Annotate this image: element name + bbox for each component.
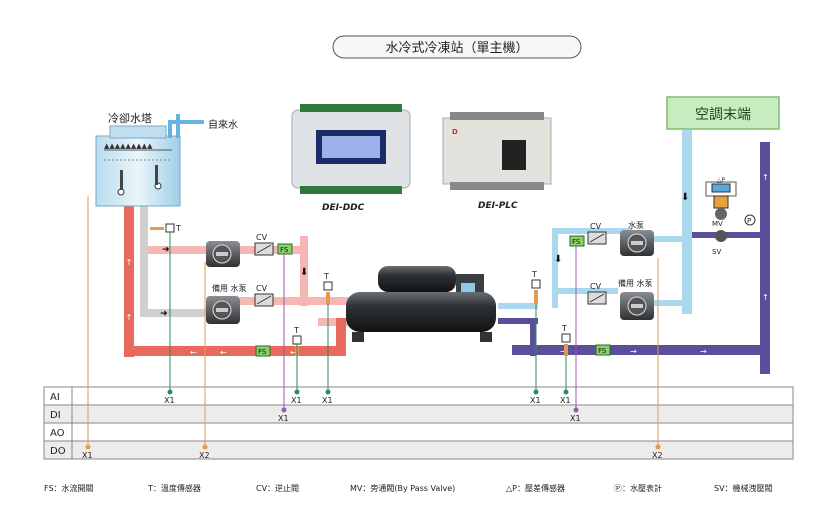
- mv-label: MV: [712, 220, 723, 228]
- chiller-unit: [346, 266, 496, 342]
- legend-mv: MV：旁通閥(By Pass Valve): [350, 483, 455, 493]
- ahu-label: 空調末端: [695, 107, 751, 123]
- svg-text:←: ←: [290, 348, 297, 357]
- ai-point-1: X1: [164, 396, 175, 405]
- do-point-1: X1: [82, 451, 93, 460]
- legend-t: T：溫度傳感器: [147, 483, 201, 493]
- chilled-water-loop: ⬇ ⬇ ↑ ↑ → → →: [498, 130, 770, 374]
- chilled-pump-label: 水泵: [628, 220, 644, 230]
- ddc-controller: DEI-DDC: [291, 104, 411, 213]
- io-row-ao: AO: [50, 428, 65, 439]
- chilled-temp-sensor-1: T: [531, 270, 541, 304]
- sv-label: SV: [712, 248, 721, 256]
- svg-text:→: →: [700, 347, 707, 356]
- svg-text:←: ←: [190, 348, 197, 357]
- cv-label-3: CV: [590, 222, 602, 231]
- legend-p: Ⓟ：水壓表計: [614, 483, 662, 493]
- page-title: 水冷式冷凍站（單主機）: [385, 40, 528, 56]
- p-gauge-label: P: [747, 217, 751, 225]
- io-row-di: DI: [50, 410, 61, 421]
- cooling-standby-pump-label: 備用 水泵: [212, 283, 247, 293]
- legend: FS：水流開關 T：溫度傳感器 CV：逆止閥 MV：旁通閥(By Pass Va…: [44, 483, 773, 493]
- city-water-label: 自來水: [208, 118, 238, 131]
- svg-text:▲▲▲▲▲▲▲▲▲: ▲▲▲▲▲▲▲▲▲: [104, 142, 153, 150]
- cv-label-1: CV: [256, 233, 268, 242]
- do-point-3: X2: [652, 451, 663, 460]
- bypass-assembly: △P MV SV P: [705, 177, 756, 256]
- svg-text:→: →: [630, 347, 637, 356]
- ai-point-3: X1: [322, 396, 333, 405]
- cv-label-4: CV: [590, 282, 602, 291]
- legend-dp: △P：壓差傳感器: [506, 483, 565, 493]
- cooling-pump-standby: 備用 水泵: [206, 283, 247, 324]
- cooling-check-valve-2: CV: [254, 284, 274, 307]
- legend-cv: CV：逆止閥: [256, 483, 299, 493]
- cooling-tower-label: 冷卻水塔: [108, 112, 152, 125]
- chilled-pump-main: 水泵: [620, 220, 654, 256]
- fs-label-1: FS: [280, 246, 289, 254]
- cooling-tower: ▲▲▲▲▲▲▲▲▲ 冷卻水塔 自來水: [95, 112, 238, 207]
- svg-text:⬇: ⬇: [554, 254, 562, 265]
- svg-text:↑: ↑: [762, 293, 769, 302]
- io-bus-table: AI DI AO DO: [43, 386, 794, 460]
- ddc-label: DEI-DDC: [322, 203, 365, 213]
- chilled-flow-switch-1: FS: [569, 235, 585, 247]
- chilled-standby-pump-label: 備用 水泵: [618, 278, 653, 288]
- cooling-temp-sensor-1: T: [150, 223, 181, 233]
- di-point-2: X1: [570, 414, 581, 423]
- di-point-1: X1: [278, 414, 289, 423]
- fs-label-2: FS: [258, 348, 267, 356]
- t-label-5: T: [561, 324, 567, 333]
- svg-text:⬇: ⬇: [681, 192, 689, 203]
- svg-text:➜: ➜: [160, 309, 168, 319]
- svg-text:△P: △P: [717, 177, 726, 184]
- cooling-flow-switch-2: FS: [255, 345, 271, 357]
- fs-label-4: FS: [598, 347, 607, 355]
- cv-label-2: CV: [256, 284, 268, 293]
- title-banner: 水冷式冷凍站（單主機）: [332, 35, 582, 59]
- legend-fs: FS：水流開關: [44, 483, 94, 493]
- legend-sv: SV：機械洩壓閥: [714, 483, 773, 493]
- ahu-terminal: 空調末端: [666, 96, 780, 130]
- chilled-temp-sensor-2: T: [561, 324, 571, 356]
- io-point-labels: X1 X1 X1 X1 X1 X1 X1 X1 X2 X2: [82, 396, 663, 460]
- t-label-3: T: [293, 326, 299, 335]
- svg-text:←: ←: [220, 348, 227, 357]
- t-label-4: T: [531, 270, 537, 279]
- svg-text:↑: ↑: [762, 173, 769, 182]
- fs-label-3: FS: [572, 238, 581, 246]
- cooling-pump-main: [206, 241, 240, 267]
- plc-label: DEI-PLC: [478, 201, 518, 211]
- svg-text:D: D: [452, 128, 458, 136]
- ai-point-2: X1: [291, 396, 302, 405]
- t-label-1: T: [175, 224, 181, 233]
- svg-text:⬇: ⬇: [300, 267, 308, 278]
- plc-controller: D DEI-PLC: [442, 112, 552, 211]
- ai-point-4: X1: [530, 396, 541, 405]
- io-row-ai: AI: [50, 392, 60, 403]
- chilled-flow-switch-2: FS: [595, 344, 611, 356]
- svg-text:→: →: [560, 347, 567, 356]
- io-row-do: DO: [50, 446, 66, 457]
- do-point-2: X2: [199, 451, 210, 460]
- svg-text:↑: ↑: [126, 258, 133, 267]
- svg-text:↑: ↑: [126, 313, 133, 322]
- cooling-temp-sensor-2: T: [323, 272, 333, 304]
- signal-wires: [87, 196, 659, 447]
- cooling-check-valve-1: CV: [254, 233, 274, 256]
- chilled-check-valve-2: CV: [587, 282, 607, 305]
- io-point-markers: [85, 389, 661, 450]
- t-label-2: T: [323, 272, 329, 281]
- chilled-check-valve-1: CV: [587, 222, 607, 245]
- chilled-pump-standby: 備用 水泵: [618, 278, 654, 320]
- cooling-flow-switch-1: FS: [277, 243, 293, 255]
- ai-point-5: X1: [560, 396, 571, 405]
- svg-text:➜: ➜: [162, 245, 170, 255]
